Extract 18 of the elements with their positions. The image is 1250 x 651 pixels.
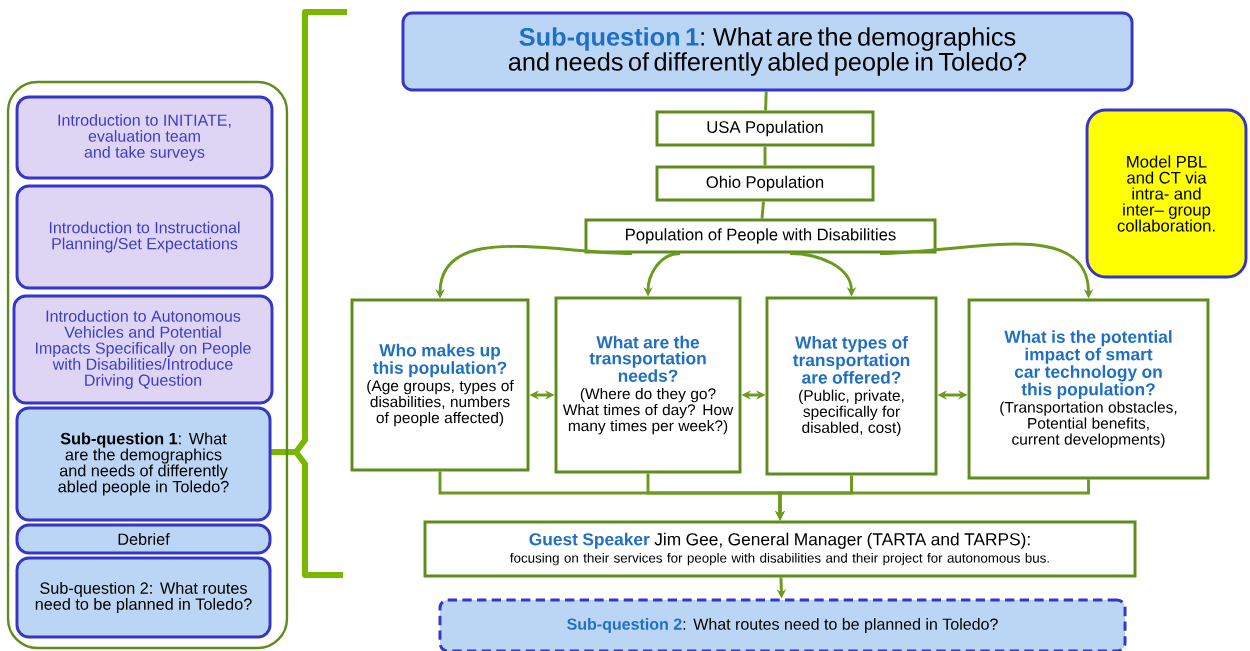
question-banner: Sub-question 1: What are the demographics and needs of differently abled people in Toledo? [401,11,1134,92]
session-box: Sub-question 2: What routes need to be planned in Toledo? [15,556,272,639]
session-box: Introduction to INITIATE, evaluation team and take surveys [15,95,274,180]
question-box: What are the transportation needs? (Where do they go? What times of day? How many times per week?) [554,296,742,474]
process-box: Population of People with Disabilities [584,218,937,254]
note-box: Model PBL and CT via intra- and inter– group collaboration. [1085,108,1248,279]
session-box: Sub-question 1: What are the demographics and needs of differently abled people in Toledo? [15,406,272,522]
question-box: Who makes up this population? (Age groups, types of disabilities, numbers of people affected) [350,298,530,472]
process-box: USA Population [655,110,875,147]
panel-box [6,80,289,650]
process-box: Ohio Population [655,165,875,202]
question-banner: Sub-question 2: What routes need to be planned in Toledo? [438,598,1127,651]
session-box: Debrief [15,523,272,555]
session-box: Introduction to Instructional Planning/Set Expectations [15,184,274,290]
question-box: What is the potential impact of smart car technology on this population? (Transportation obstacles, Potential benefits, current developments) [967,298,1210,480]
speaker-box: Guest Speaker Jim Gee, General Manager (TARTA and TARPS): focusing on their services for people with disabilities and their project for autonomous bus. [423,520,1137,578]
question-box: What types of transportation are offered? (Public, private, specifically for disabled, cost) [765,296,938,476]
session-box: Introduction to Autonomous Vehicles and Potential Impacts Specifically on People with Disabilities/Introduce Driving Question [12,294,274,405]
